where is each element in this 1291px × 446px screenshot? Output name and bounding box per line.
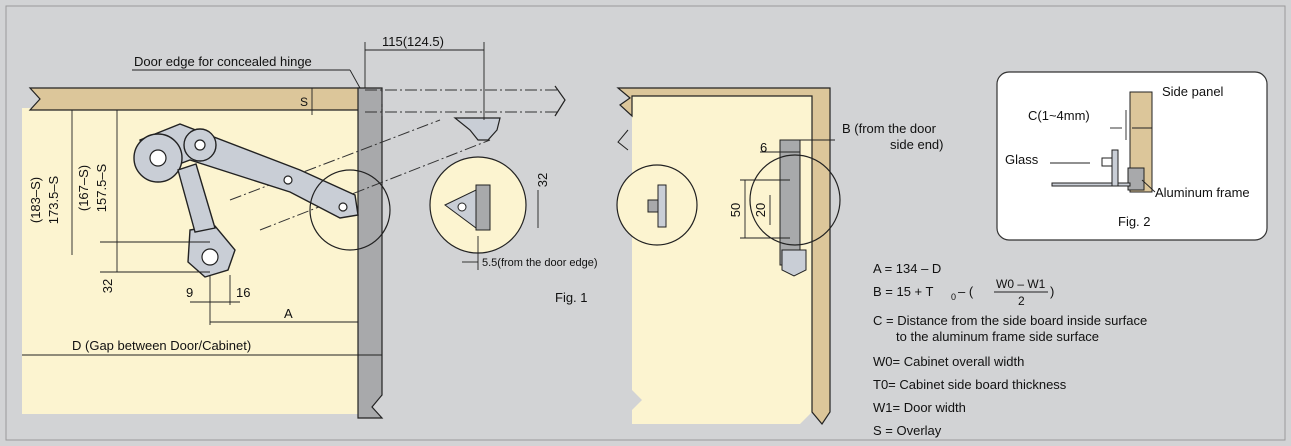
dim-167: (167–S) [76, 165, 91, 211]
fig2-caption: Fig. 2 [1118, 214, 1151, 229]
b-label-1: B (from the door [842, 121, 937, 136]
dim-32-left: 32 [100, 279, 115, 293]
dim-16: 16 [236, 285, 250, 300]
detail-dim-32: 32 [535, 173, 550, 187]
dim-6: 6 [760, 140, 767, 155]
formula-b-sub: 0 [951, 292, 956, 302]
formulas: A = 134 – D B = 15 + T 0 – ( W0 – W1 2 )… [873, 261, 1147, 438]
formula-b-end: ) [1050, 284, 1054, 299]
dim-183: (183–S) [28, 177, 43, 223]
formula-b-prefix: B = 15 + T [873, 284, 934, 299]
dim-173: 173.5–S [46, 175, 61, 224]
door-panel [357, 87, 384, 419]
dim-50: 50 [728, 203, 743, 217]
dim-a: A [284, 306, 293, 321]
fig2-side-panel: Side panel [1162, 84, 1224, 99]
dim-9: 9 [186, 285, 193, 300]
formula-w1: W1= Door width [873, 400, 966, 415]
fig2-c-label: C(1~4mm) [1028, 108, 1090, 123]
dim-157: 157.5–S [94, 163, 109, 212]
fig2-glass: Glass [1005, 152, 1039, 167]
cabinet-side-board [616, 87, 831, 426]
dim-20: 20 [753, 203, 768, 217]
formula-c-1: C = Distance from the side board inside … [873, 313, 1147, 328]
cabinet-top-board [28, 87, 361, 111]
dim-115: 115(124.5) [382, 34, 444, 49]
outer-frame [5, 5, 1286, 441]
formula-t0: T0= Cabinet side board thickness [873, 377, 1067, 392]
formula-b-mid: – ( [958, 284, 974, 299]
fig2-aluminum-frame: Aluminum frame [1155, 185, 1250, 200]
detail-dim-55: 5.5(from the door edge) [482, 257, 598, 269]
fig1-drawing: Door edge for concealed hinge 115(124.5)… [22, 34, 598, 419]
b-label-2: side end) [890, 137, 943, 152]
fig1-caption: Fig. 1 [555, 290, 588, 305]
formula-b-num: W0 – W1 [996, 277, 1046, 291]
dim-d: D (Gap between Door/Cabinet) [72, 338, 251, 353]
formula-c-2: to the aluminum frame side surface [896, 329, 1099, 344]
formula-b-den: 2 [1018, 294, 1025, 308]
fig2-box: Side panel C(1~4mm) Glass Aluminum frame… [996, 71, 1268, 241]
dim-s: S [300, 95, 308, 109]
glass-door-drawing: B (from the door side end) 6 50 20 [616, 87, 943, 426]
formula-s: S = Overlay [873, 423, 942, 438]
formula-a: A = 134 – D [873, 261, 941, 276]
door-edge-label: Door edge for concealed hinge [134, 54, 312, 69]
formula-w0: W0= Cabinet overall width [873, 354, 1024, 369]
